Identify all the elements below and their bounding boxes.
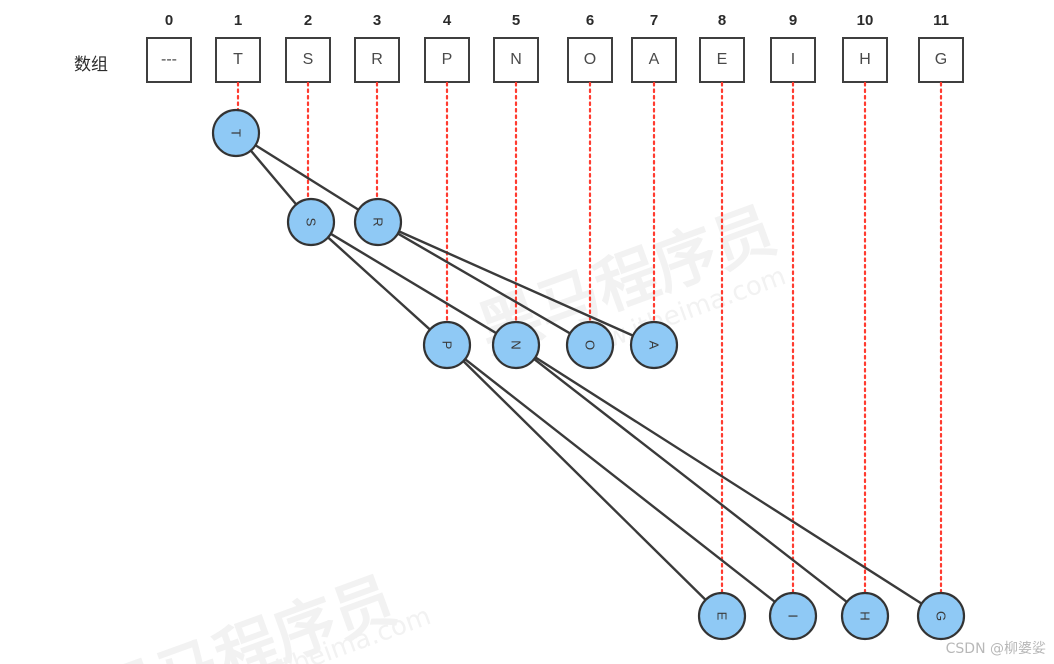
tree-node-circle xyxy=(565,320,615,370)
array-cell-value: E xyxy=(716,51,728,68)
array-cell-value: G xyxy=(934,51,948,68)
array-cell-value: R xyxy=(371,51,383,68)
array-index-label: 1 xyxy=(233,12,243,29)
tree-node-label: S xyxy=(304,218,319,227)
array-cell-value: A xyxy=(648,51,660,68)
tree-node[interactable]: T xyxy=(211,108,261,158)
tree-edge xyxy=(533,358,848,603)
tree-node-circle xyxy=(840,591,890,641)
tree-node-label: I xyxy=(786,614,801,618)
tree-node[interactable]: S xyxy=(286,197,336,247)
tree-node-circle xyxy=(491,320,541,370)
tree-node[interactable]: H xyxy=(840,591,890,641)
tree-node-circle xyxy=(697,591,747,641)
tree-node-circle xyxy=(768,591,818,641)
tree-node-label: R xyxy=(371,217,386,226)
tree-node[interactable]: O xyxy=(565,320,615,370)
array-cell-value: P xyxy=(441,51,453,68)
tree-node[interactable]: R xyxy=(353,197,403,247)
array-index-label: 4 xyxy=(442,12,452,29)
tree-node-circle xyxy=(286,197,336,247)
tree-node-label: H xyxy=(858,611,873,620)
array-index-label: 6 xyxy=(585,12,595,29)
array-cell[interactable] xyxy=(567,37,613,83)
array-cell-value: T xyxy=(233,51,243,68)
tree-node[interactable]: I xyxy=(768,591,818,641)
tree-node-circle xyxy=(422,320,472,370)
tree-node[interactable]: N xyxy=(491,320,541,370)
tree-edge xyxy=(249,149,298,206)
tree-node-label: T xyxy=(229,129,244,137)
array-index-label: 10 xyxy=(856,12,874,29)
array-cell[interactable] xyxy=(146,37,192,83)
tree-node-circle xyxy=(629,320,679,370)
tree-node-label: P xyxy=(440,341,455,350)
tree-edge xyxy=(327,236,431,331)
tree-node[interactable]: E xyxy=(697,591,747,641)
array-cell[interactable] xyxy=(842,37,888,83)
tree-edge xyxy=(397,232,571,335)
array-cell-value: S xyxy=(302,51,314,68)
tree-node-label: O xyxy=(583,340,598,350)
array-index-label: 5 xyxy=(511,12,521,29)
tree-edge xyxy=(254,144,360,211)
tree-node-label: G xyxy=(934,611,949,621)
array-row-label: 数组 xyxy=(74,55,108,75)
tree-node[interactable]: P xyxy=(422,320,472,370)
tree-edge xyxy=(464,358,776,603)
tree-node-label: E xyxy=(715,612,730,621)
array-cell-value: I xyxy=(790,51,796,68)
csdn-credit-watermark: CSDN @柳婆娑 xyxy=(945,641,1046,657)
tree-edge xyxy=(534,356,923,605)
array-cell-value: --- xyxy=(161,51,177,68)
array-cell-value: O xyxy=(583,51,597,68)
array-index-label: 7 xyxy=(649,12,659,29)
tree-node-circle xyxy=(916,591,966,641)
tree-node-label: N xyxy=(509,340,524,349)
tree-edge-group xyxy=(249,144,923,605)
tree-node-label: A xyxy=(647,341,662,350)
dotted-connector-group xyxy=(236,81,943,595)
array-index-label: 0 xyxy=(164,12,174,29)
tree-node-group: T S R P N O A E I H G xyxy=(211,108,966,641)
array-index-label: 2 xyxy=(303,12,313,29)
array-cell-value: N xyxy=(510,51,522,68)
tree-edge xyxy=(330,232,497,335)
array-cell-value: H xyxy=(859,51,871,68)
tree-node[interactable]: A xyxy=(629,320,679,370)
array-index-label: 8 xyxy=(717,12,727,29)
array-cell[interactable] xyxy=(354,37,400,83)
array-index-label: 3 xyxy=(372,12,382,29)
array-index-label: 11 xyxy=(933,12,949,29)
tree-node-circle xyxy=(211,108,261,158)
tree-node-circle xyxy=(353,197,403,247)
tree-node[interactable]: G xyxy=(916,591,966,641)
tree-edge xyxy=(462,360,707,601)
tree-edge xyxy=(398,230,634,337)
array-index-label: 9 xyxy=(788,12,798,29)
array-cell[interactable] xyxy=(493,37,539,83)
